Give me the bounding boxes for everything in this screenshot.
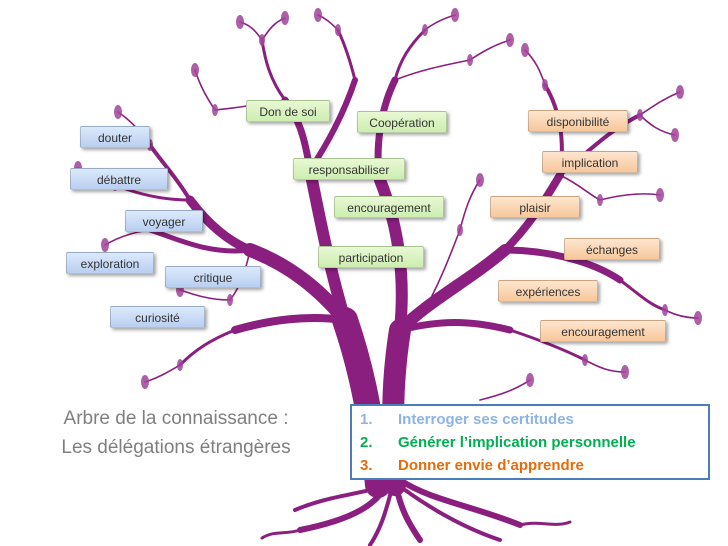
step-3-text: Donner envie d’apprendre <box>398 457 584 474</box>
tag-critique: critique <box>165 266 261 288</box>
tag-disponibilite: disponibilité <box>528 110 628 132</box>
step-1-text: Interroger ses certitudes <box>398 411 574 428</box>
title-line-2: Les délégations étrangères <box>61 437 291 458</box>
tag-cooperation: Coopération <box>357 111 447 133</box>
tag-echanges: échanges <box>564 238 660 260</box>
tag-voyager: voyager <box>125 210 203 232</box>
tag-responsabiliser: responsabiliser <box>293 158 405 180</box>
tag-encouragement-right: encouragement <box>540 320 666 342</box>
steps-box: 1. Interroger ses certitudes 2. Générer l’… <box>350 404 710 480</box>
tag-plaisir: plaisir <box>490 196 580 218</box>
tag-curiosite: curiosité <box>110 306 205 328</box>
step-1-number: 1. <box>360 411 373 428</box>
tag-encouragement-center: encouragement <box>334 196 444 218</box>
tag-experiences: expériences <box>498 280 598 302</box>
step-3: 3. Donner envie d’apprendre <box>360 454 708 477</box>
tag-douter: douter <box>80 126 150 148</box>
tag-participation: participation <box>318 246 424 268</box>
step-3-number: 3. <box>360 457 373 474</box>
tag-don-de-soi: Don de soi <box>246 100 330 122</box>
step-2: 2. Générer l’implication personnelle <box>360 431 708 454</box>
title-line-1: Arbre de la connaissance : <box>63 408 289 429</box>
tag-exploration: exploration <box>66 252 154 274</box>
step-2-number: 2. <box>360 434 373 451</box>
step-2-text: Générer l’implication personnelle <box>398 434 636 451</box>
tag-debattre: débattre <box>70 168 168 190</box>
slide-title: Arbre de la connaissance : Les délégatio… <box>38 404 314 462</box>
step-1: 1. Interroger ses certitudes <box>360 408 708 431</box>
tag-implication: implication <box>542 151 638 173</box>
